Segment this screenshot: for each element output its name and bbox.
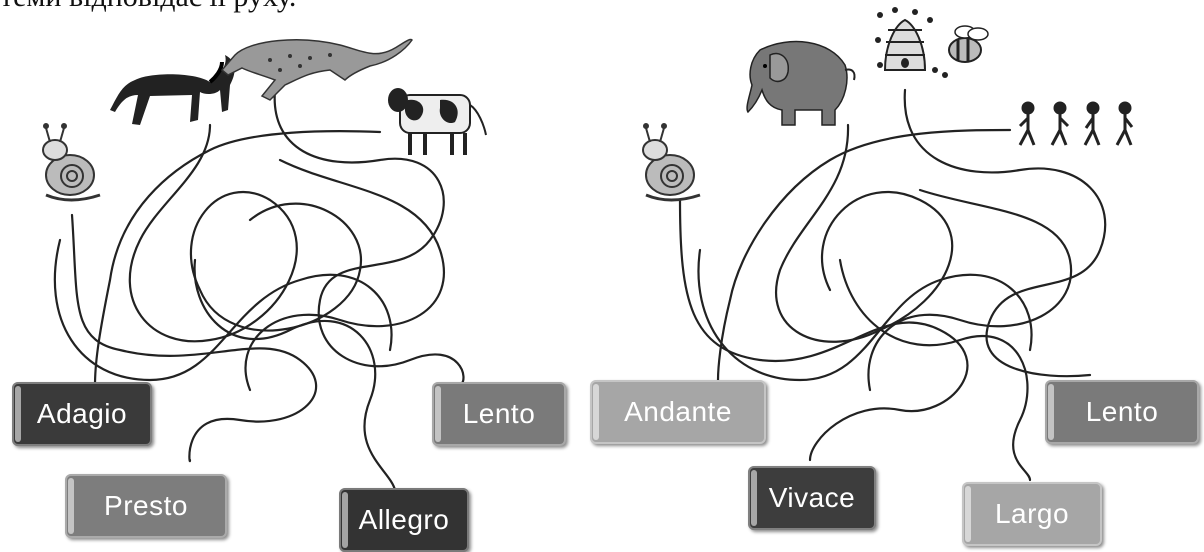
label-text: Vivace	[768, 482, 856, 513]
label-vivace[interactable]: Vivace	[748, 466, 876, 530]
cheetah-icon	[220, 38, 413, 101]
maze-line	[93, 130, 382, 387]
maze-line	[697, 248, 1033, 382]
maze-line	[70, 213, 318, 463]
label-text: Largo	[994, 498, 1070, 529]
snail-icon	[42, 123, 101, 202]
maze-line	[678, 198, 969, 462]
label-text: Lento	[462, 398, 536, 429]
label-presto[interactable]: Presto	[65, 474, 227, 538]
right-maze-lines	[678, 88, 1107, 482]
maze-line	[774, 123, 954, 343]
beehive-bee-icon	[875, 7, 989, 78]
label-andante[interactable]: Andante	[590, 380, 766, 444]
label-text: Andante	[624, 396, 732, 427]
elephant-icon	[746, 40, 856, 126]
label-adagio[interactable]: Adagio	[12, 382, 152, 446]
cow-icon	[388, 88, 487, 155]
horse-icon	[110, 55, 235, 125]
label-text: Allegro	[358, 504, 450, 535]
maze-line	[53, 238, 393, 382]
maze-line	[716, 128, 1012, 382]
label-lento-right[interactable]: Lento	[1045, 380, 1199, 444]
label-text: Adagio	[36, 398, 128, 429]
label-text: Presto	[104, 490, 188, 521]
walking-people-icon	[1018, 101, 1134, 146]
snail-icon	[642, 123, 701, 202]
maze-line	[903, 88, 1107, 378]
label-lento-left[interactable]: Lento	[432, 382, 566, 446]
left-maze-lines	[53, 88, 465, 492]
maze-line	[193, 258, 397, 492]
instruction-text: теми відповідає її руху.	[0, 0, 296, 14]
maze-line	[838, 258, 1032, 482]
label-largo[interactable]: Largo	[962, 482, 1102, 546]
maze-line	[244, 158, 446, 392]
label-text: Lento	[1085, 396, 1159, 427]
maze-line	[867, 188, 1073, 392]
label-allegro[interactable]: Allegro	[339, 488, 469, 552]
maze-line	[273, 88, 465, 387]
maze-line	[128, 123, 363, 343]
